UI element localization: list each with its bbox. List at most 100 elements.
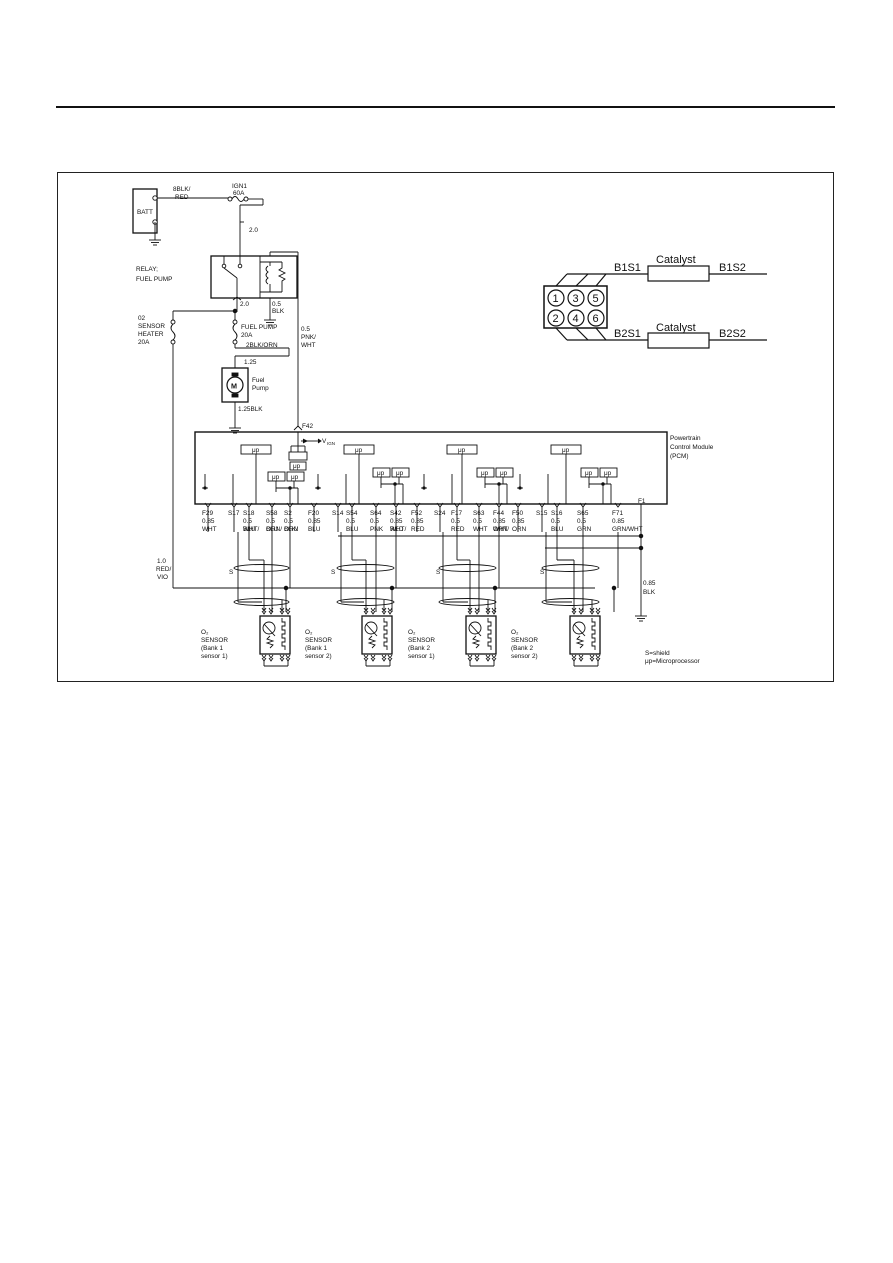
sensor-1-label-3: (Bank 1 [201, 645, 223, 652]
pin-color-s63: WHT [473, 526, 488, 533]
shield-mark-4: S [540, 569, 544, 576]
connector-top-1-1 [268, 607, 274, 615]
cylinder-1: 1 [553, 293, 559, 305]
vign-label: V [322, 438, 327, 445]
pin-size-s18: 0.5 [243, 518, 252, 525]
heater-label-2: SENSOR [138, 323, 165, 330]
node-pair-2 [393, 482, 397, 486]
pin-size-s63: 0.5 [473, 518, 482, 525]
pin-label-s2: S2 [284, 510, 292, 517]
cylinder-3: 3 [573, 293, 579, 305]
mp-box-pair-b-2 [391, 467, 410, 478]
mp-vign: μp [293, 463, 301, 470]
shield-bottom-3 [438, 598, 497, 606]
pin-color-s2-b: ORN [284, 526, 299, 533]
fp-fuse-label-1: FUEL PUMP [241, 324, 277, 331]
heater-label-1: 02 [138, 315, 146, 322]
battery: BATT [132, 188, 161, 246]
mp-label-pair-a-3: μp [481, 470, 489, 477]
mp-label-pair-a-1: μp [272, 474, 280, 481]
internal-gnd-1 [203, 486, 207, 490]
ign-fuse-label-1: IGN1 [232, 183, 247, 190]
batt-label: BATT [137, 209, 153, 216]
sensor-4-label-1: O₂ [511, 629, 519, 636]
mp-label-top-1: μp [252, 447, 260, 454]
wire-2-0-bottom: 2.0 [240, 301, 249, 308]
pcm-label-3: (PCM) [670, 453, 688, 460]
connector-top-1-2 [279, 607, 285, 615]
sensor-2-label-2: SENSOR [305, 637, 332, 644]
node-pair-1 [288, 486, 292, 490]
o2-sensor-body-4 [569, 615, 601, 655]
mp-label-pair-b-4: μp [604, 470, 612, 477]
catalyst-2-label: Catalyst [656, 322, 696, 334]
sensor-labels: O₂ SENSOR (Bank 1 sensor 1) O₂ SENSOR (B… [201, 629, 538, 660]
pin-color-f29: WHT [202, 526, 217, 533]
o2-sensor-body-3 [465, 615, 497, 655]
pcm-label-2: Control Module [670, 444, 714, 451]
connector-bottom-3-2 [485, 654, 491, 662]
sensor-2-label-4: sensor 2) [305, 653, 332, 660]
connector-top-2-3 [387, 607, 393, 615]
harness [173, 507, 641, 667]
sensor-1-label-4: sensor 1) [201, 653, 228, 660]
node-pair-4 [601, 482, 605, 486]
o2-sensor-element-2 [364, 621, 378, 635]
o2-sensor-resistor-1 [265, 635, 275, 649]
o2-sensor-resistor-3 [471, 635, 481, 649]
connector-top-2-2 [381, 607, 387, 615]
header-rule [56, 106, 835, 108]
mp-box-pair-a-4 [580, 467, 599, 478]
pcm-f1-label: F1 [638, 498, 646, 505]
connector-bottom-3-1 [474, 654, 480, 662]
heater-fuse: 02 SENSOR HEATER 20A [138, 311, 176, 588]
shield-mark-1: S [229, 569, 233, 576]
connector-bottom-4-1 [578, 654, 584, 662]
connector-top-3-0 [467, 607, 473, 615]
diagram-frame [57, 172, 834, 682]
sensor-4-label-4: sensor 2) [511, 653, 538, 660]
legend-micro: μp=Microprocessor [645, 658, 701, 665]
internal-gnd-4 [518, 486, 522, 490]
shield-bottom-1 [233, 598, 290, 606]
pin-size-s64: 0.5 [370, 518, 379, 525]
batt-wire-label-2: RED [175, 194, 189, 201]
mp-box-pair-b-1 [286, 471, 305, 482]
cylinder-4: 4 [573, 313, 579, 325]
pcm-label-1: Powertrain [670, 435, 701, 442]
pnk-wire-3: WHT [301, 342, 316, 349]
legend-shield: S=shield [645, 650, 670, 657]
motor-wire-bottom: 1.25BLK [238, 406, 263, 413]
sensor-4-label-2: SENSOR [511, 637, 538, 644]
connector-bottom-4-2 [589, 654, 595, 662]
batt-wire-label-1: 8BLK/ [173, 186, 191, 193]
o2-heater-coil-3 [487, 618, 492, 650]
pin-size-s2: 0.5 [284, 518, 293, 525]
b2s2-label: B2S2 [719, 328, 746, 340]
mp-label-pair-a-2: μp [377, 470, 385, 477]
connector-bottom-1-1 [268, 654, 274, 662]
pcm-ground: F1 0.85 BLK [635, 498, 656, 622]
connector-top-4-3 [595, 607, 601, 615]
sensor-1-label-1: O₂ [201, 629, 209, 636]
motor-symbol: M [231, 382, 237, 391]
shield-top-2 [336, 564, 395, 572]
connector-top-1-0 [261, 607, 267, 615]
mp-label-pair-a-4: μp [585, 470, 593, 477]
mp-label-pair-b-3: μp [500, 470, 508, 477]
red-wire-1: 1.0 [157, 558, 166, 565]
pin-color-s42-b: RED [390, 526, 404, 533]
wire-2-0-top: 2.0 [249, 227, 258, 234]
mp-box-pair-a-3 [476, 467, 495, 478]
heater-label-4: 20A [138, 339, 150, 346]
pin-color-s64: PNK [370, 526, 384, 533]
sensor-3-label-3: (Bank 2 [408, 645, 430, 652]
o2-sensor-element-1 [262, 621, 276, 635]
pcm-box: Powertrain Control Module (PCM) F42 V IG… [194, 423, 714, 505]
pcm-gnd-wire-1: 0.85 [643, 580, 656, 587]
pin-color-f50: ORN [512, 526, 527, 533]
mp-box-pair-b-3 [495, 467, 514, 478]
fuel-pump-fuse: FUEL PUMP 20A [232, 311, 277, 348]
